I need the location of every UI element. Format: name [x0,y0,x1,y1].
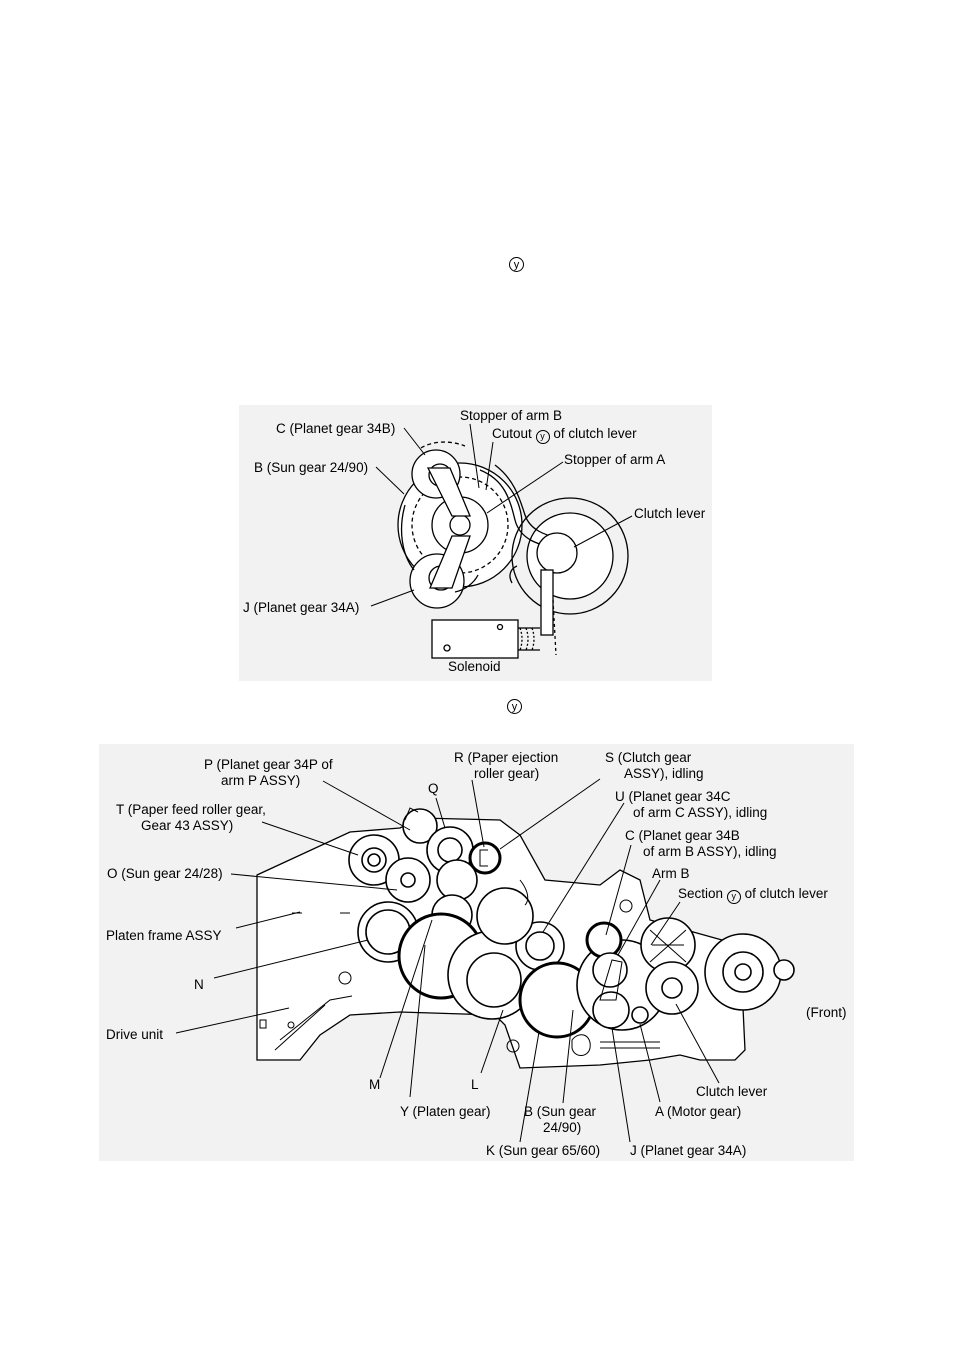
label-platen-frame: Platen frame ASSY [106,928,222,943]
label-t-line1: T (Paper feed roller gear, [116,802,266,817]
label-section-clutch-lever: Section y of clutch lever [678,886,828,904]
label-j-planet-gear: J (Planet gear 34A) [630,1143,747,1158]
label-t-line2: Gear 43 ASSY) [141,818,234,833]
section-symbol: y [726,890,741,904]
label-front: (Front) [806,1005,847,1020]
cutout-prefix: Cutout [492,426,532,441]
label-c-line2: of arm B ASSY), idling [643,844,777,859]
label-planet-gear-34b: C (Planet gear 34B) [276,421,396,436]
label-r-line1: R (Paper ejection [454,750,559,765]
label-drive-unit: Drive unit [106,1027,164,1042]
label-sun-gear-24-90: B (Sun gear 24/90) [254,460,369,475]
circled-y-symbol-middle: y [507,699,522,714]
label-planet-gear-34a: J (Planet gear 34A) [243,600,360,615]
label-clutch-lever: Clutch lever [634,506,706,521]
solenoid-body [431,619,519,659]
label-n: N [194,977,204,992]
label-u-line2: of arm C ASSY), idling [633,805,768,820]
cutout-suffix: of clutch lever [553,426,637,441]
label-a-motor-gear: A (Motor gear) [655,1104,742,1119]
section-suffix: of clutch lever [744,886,828,901]
label-arm-b: Arm B [652,866,690,881]
label-stopper-arm-a: Stopper of arm A [564,452,666,467]
label-p-line2: arm P ASSY) [221,773,301,788]
label-c-line1: C (Planet gear 34B [625,828,740,843]
label-m: M [369,1077,381,1092]
label-y-platen-gear: Y (Platen gear) [400,1104,491,1119]
label-p-line1: P (Planet gear 34P of [204,757,333,772]
label-r-line2: roller gear) [474,766,540,781]
label-s-line2: ASSY), idling [624,766,704,781]
label-stopper-arm-b: Stopper of arm B [460,408,563,423]
label-cutout-clutch-lever: Cutout y of clutch lever [492,426,637,444]
section-prefix: Section [678,886,724,901]
label-l: L [471,1077,479,1092]
cutout-symbol: y [535,430,550,444]
label-q: Q [428,781,439,796]
label-b-line2: 24/90) [543,1120,582,1135]
label-solenoid: Solenoid [448,659,501,674]
label-o-sun-gear: O (Sun gear 24/28) [107,866,223,881]
label-clutch-lever-2: Clutch lever [696,1084,768,1099]
label-s-line1: S (Clutch gear [605,750,692,765]
label-u-line1: U (Planet gear 34C [615,789,731,804]
label-b-line1: B (Sun gear [524,1104,597,1119]
label-k-sun-gear: K (Sun gear 65/60) [486,1143,601,1158]
circled-y-symbol-top: y [509,257,524,272]
